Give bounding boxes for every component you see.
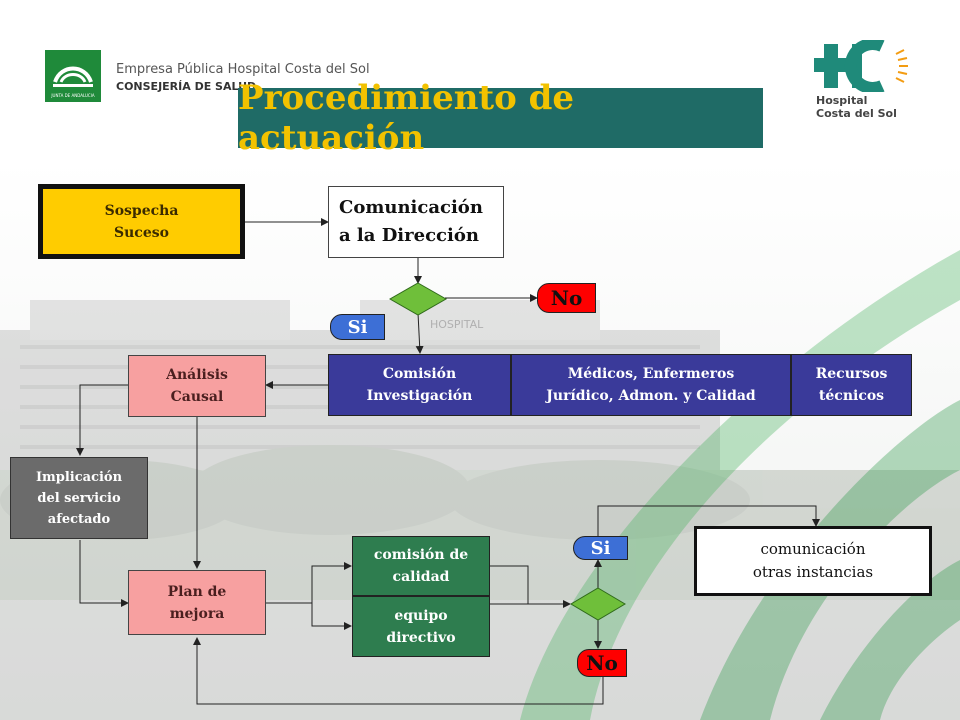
si-label-top: Si bbox=[330, 314, 385, 340]
node-sospecha-suceso: Sospecha Suceso bbox=[38, 184, 245, 259]
node-otras-line1: comunicación bbox=[760, 540, 866, 558]
junta-logo: JUNTA DE ANDALUCIA bbox=[45, 50, 101, 102]
node-medicos-line1: Médicos, Enfermeros bbox=[567, 366, 735, 382]
hospital-logo: Hospital Costa del Sol bbox=[812, 38, 922, 130]
node-otras-line2: otras instancias bbox=[752, 563, 874, 581]
junta-caption: JUNTA DE ANDALUCIA bbox=[51, 93, 95, 98]
node-plan-line1: Plan de bbox=[167, 583, 227, 600]
hospital-line2: Costa del Sol bbox=[816, 107, 897, 120]
node-equipo-directivo: equipo directivo bbox=[352, 596, 490, 657]
background-sign: HOSPITAL bbox=[430, 318, 484, 331]
node-recursos-line1: Recursos bbox=[815, 366, 888, 382]
no-label-bottom: No bbox=[577, 649, 627, 677]
decision-diamond-bottom bbox=[570, 587, 626, 621]
consejeria-label: CONSEJERÍA DE SALUD bbox=[116, 80, 257, 93]
junta-emblem-icon bbox=[53, 66, 93, 87]
node-analisis-line2: Causal bbox=[170, 389, 224, 405]
org-name: Empresa Pública Hospital Costa del Sol bbox=[116, 62, 370, 77]
node-plan-line2: mejora bbox=[169, 605, 225, 622]
si-label-bottom: Si bbox=[573, 536, 628, 560]
node-medicos-enfermeros: Médicos, Enfermeros Jurídico, Admon. y C… bbox=[511, 354, 791, 416]
node-sospecha-line2: Suceso bbox=[114, 224, 169, 241]
node-analisis-line1: Análisis bbox=[166, 367, 228, 383]
node-recursos-line2: técnicos bbox=[818, 388, 885, 404]
decision-diamond-top bbox=[389, 282, 447, 316]
node-comunicacion-line1: Comunicación bbox=[339, 197, 483, 218]
node-comision-calidad-line1: comisión de bbox=[373, 547, 469, 563]
node-implicacion-line2: del servicio bbox=[37, 490, 121, 506]
hospital-line1: Hospital bbox=[816, 94, 868, 107]
node-analisis-causal: Análisis Causal bbox=[128, 355, 266, 417]
no-label-top: No bbox=[537, 283, 596, 313]
node-comision-line1: Comisión bbox=[382, 366, 457, 382]
node-comision-calidad-line2: calidad bbox=[392, 569, 450, 585]
hcs-mark-icon bbox=[814, 38, 908, 94]
node-otras-instancias: comunicación otras instancias bbox=[694, 526, 932, 596]
node-recursos-tecnicos: Recursos técnicos bbox=[791, 354, 912, 416]
node-equipo-line2: directivo bbox=[386, 629, 456, 646]
node-sospecha-line1: Sospecha bbox=[104, 202, 179, 219]
node-plan-mejora: Plan de mejora bbox=[128, 570, 266, 635]
node-comunicacion-line2: a la Dirección bbox=[339, 225, 479, 246]
node-comision-investigacion: Comisión Investigación bbox=[328, 354, 511, 416]
node-comunicacion-direccion: Comunicación a la Dirección bbox=[328, 186, 504, 258]
node-comision-calidad: comisión de calidad bbox=[352, 536, 490, 596]
node-equipo-line1: equipo bbox=[394, 607, 448, 624]
node-comision-line2: Investigación bbox=[366, 388, 473, 404]
node-implicacion-line1: Implicación bbox=[35, 469, 123, 485]
node-implicacion-line3: afectado bbox=[47, 511, 111, 527]
node-medicos-line2: Jurídico, Admon. y Calidad bbox=[546, 388, 756, 404]
node-implicacion-servicio: Implicación del servicio afectado bbox=[10, 457, 148, 539]
